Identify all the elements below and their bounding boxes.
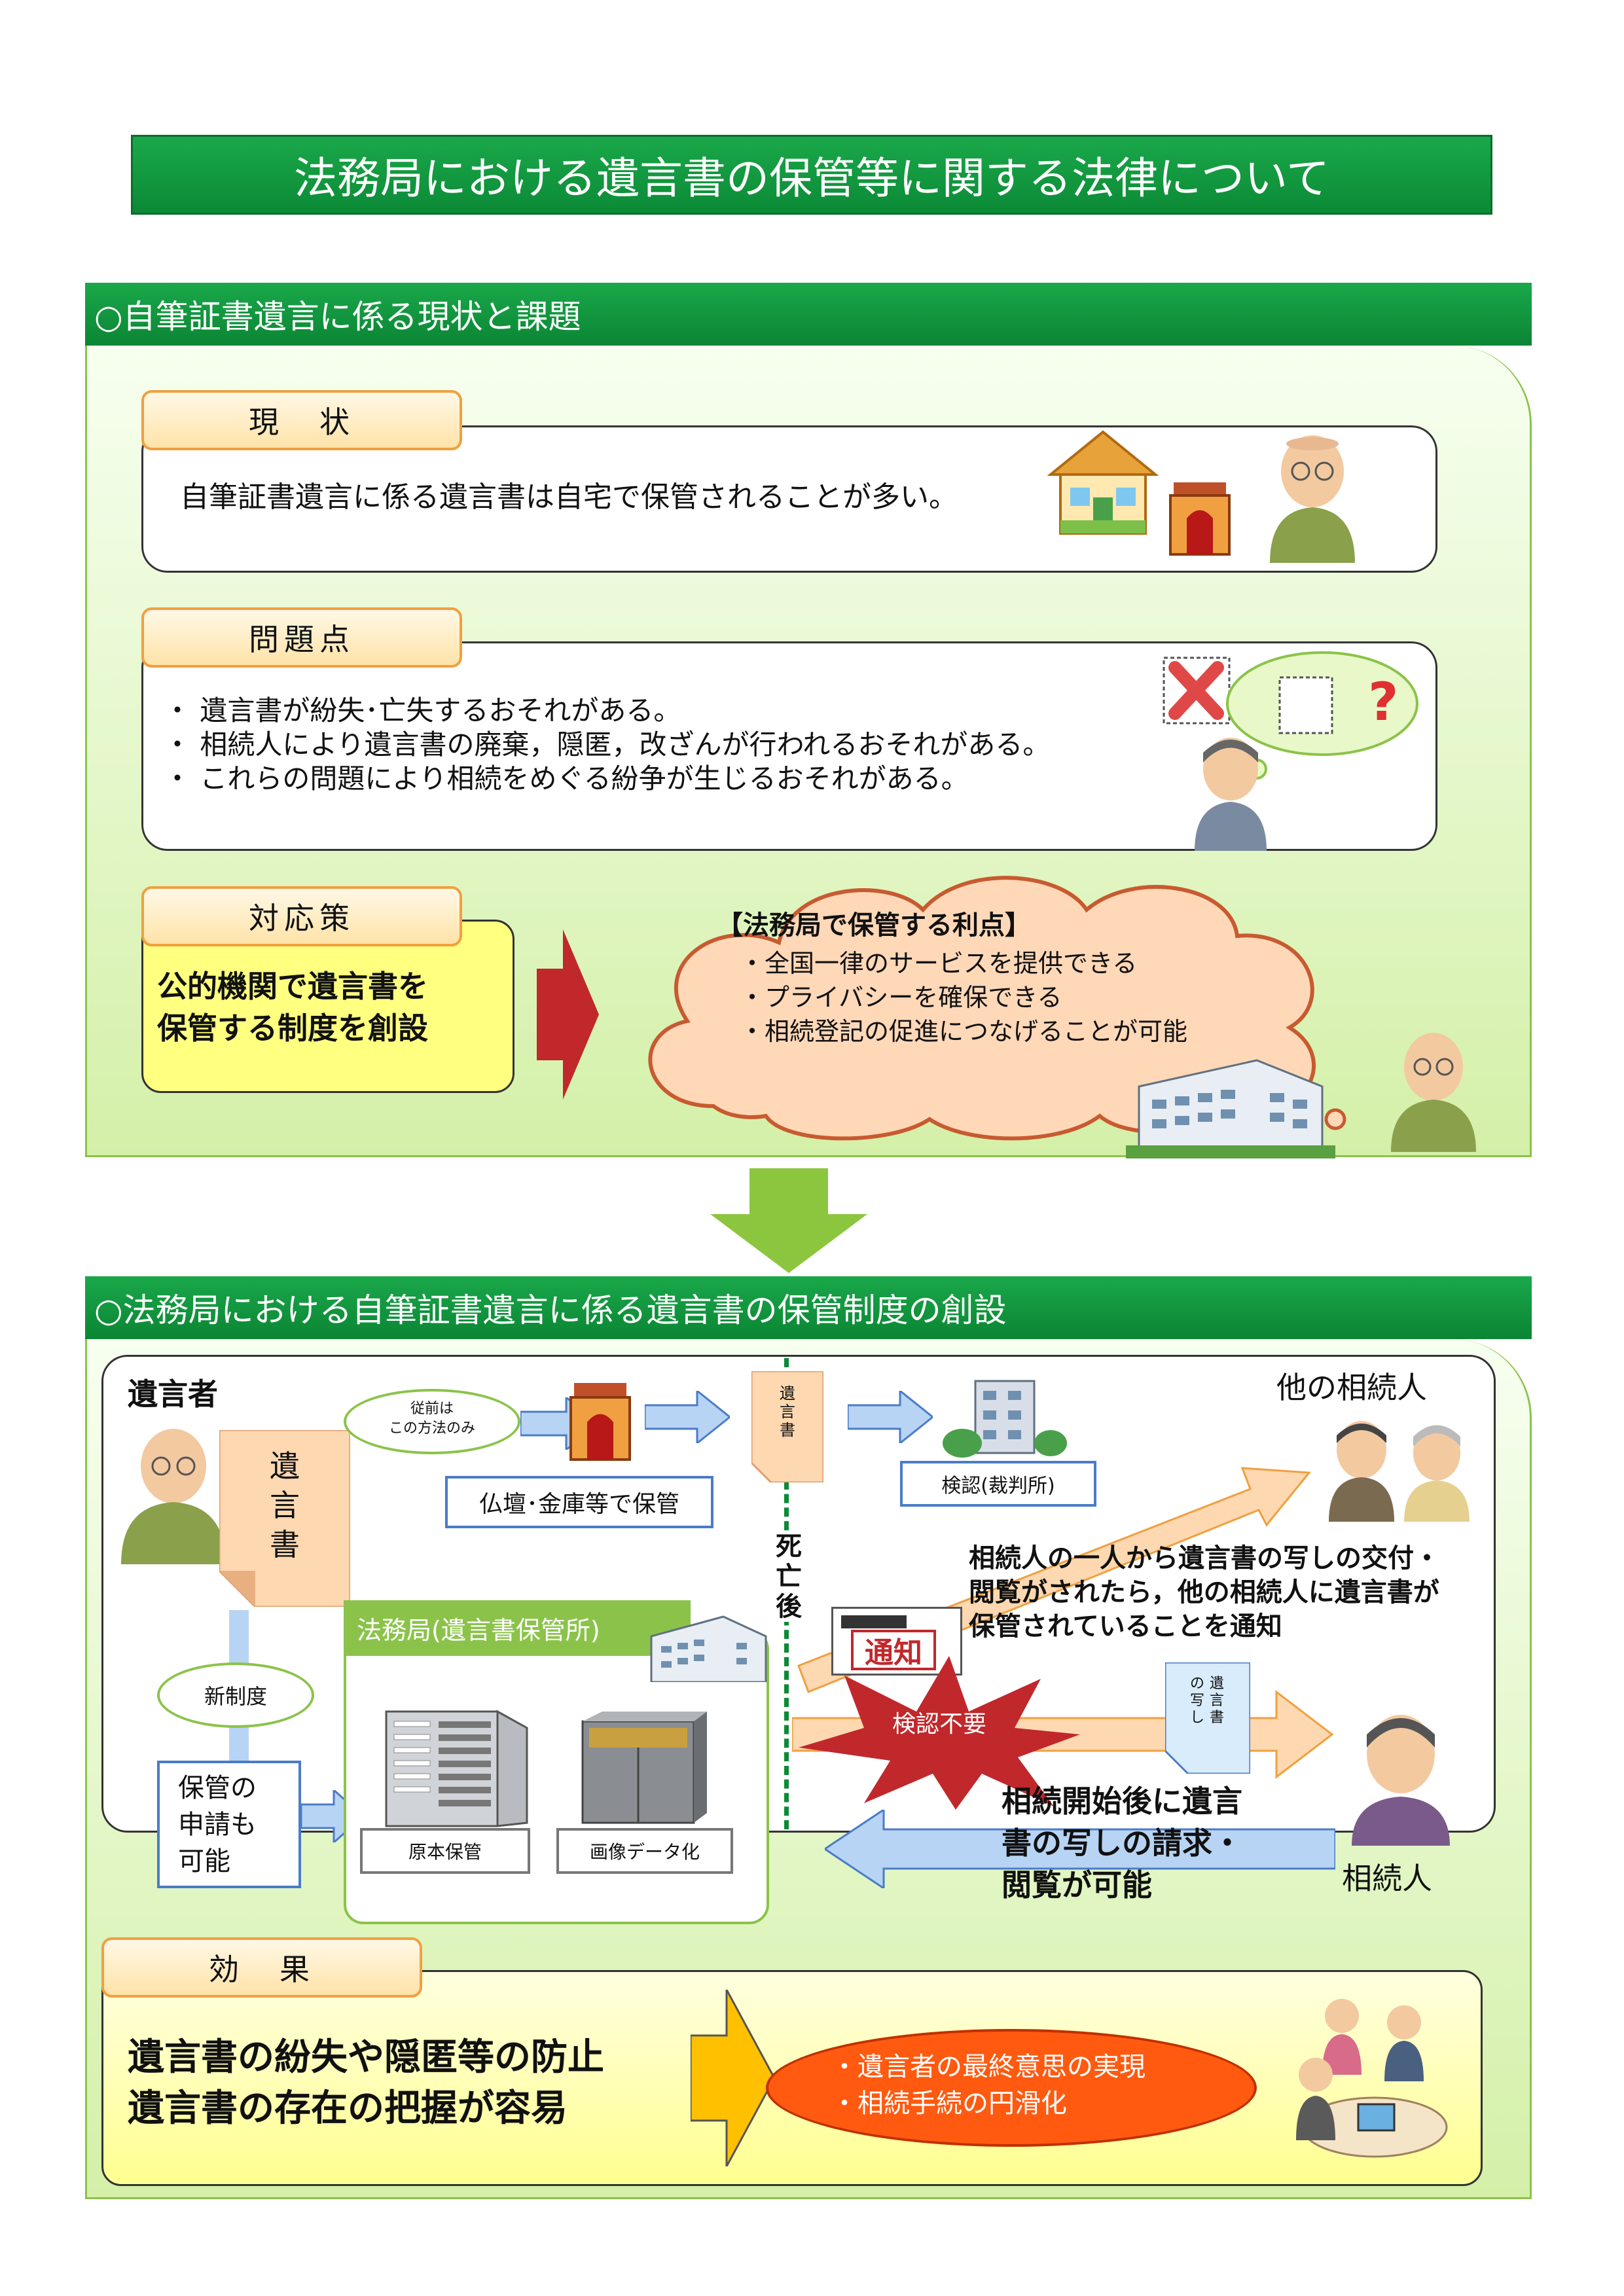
lost-document-icon: ? — [1163, 651, 1418, 780]
legal-office-building-icon — [1126, 1059, 1335, 1158]
butsudan-icon — [1169, 482, 1231, 556]
request-text: 相続開始後に遺言 書の写しの請求・ 閲覧が可能 — [1001, 1780, 1242, 1906]
elderly-man-icon — [1270, 435, 1355, 563]
cloud-item: ・全国一律のサービスを提供できる — [740, 949, 1138, 978]
copy-doc-line: の写し — [1190, 1676, 1205, 1726]
right-arrow-icon — [848, 1391, 933, 1443]
request-line: 閲覧が可能 — [1001, 1867, 1152, 1903]
effect-line: 遺言書の紛失や隠匿等の防止 — [128, 2036, 604, 2079]
effect-line: 遺言書の存在の把握が容易 — [128, 2087, 568, 2130]
house-icon — [1047, 430, 1159, 535]
genjo-text: 自筆証書遺言に係る遺言書は自宅で保管されることが多い。 — [180, 480, 958, 514]
elderly-man-icon — [121, 1429, 226, 1564]
effect-result-oval — [766, 2029, 1257, 2147]
butsudan-storage-box: 仏壇･金庫等で保管 — [445, 1476, 713, 1528]
apply-box: 保管の 申請も 可能 — [157, 1761, 301, 1888]
cloud-item: ・プライバシーを確保できる — [740, 983, 1062, 1012]
former-method-text: 従前は この方法のみ — [344, 1399, 520, 1439]
heir-label: 相続人 — [1342, 1861, 1432, 1896]
butsudan-icon — [569, 1383, 631, 1461]
other-heirs-label: 他の相続人 — [1276, 1370, 1427, 1405]
will-document-icon — [219, 1430, 350, 1607]
small-will-label: 遺言書 — [780, 1384, 795, 1439]
former-method-line: 従前は — [410, 1401, 454, 1417]
copy-doc-line: 遺言書 — [1210, 1676, 1225, 1726]
notice-line: 閲覧がされたら，他の相続人に遺言書が — [969, 1577, 1439, 1607]
former-method-line: この方法のみ — [388, 1420, 475, 1437]
taio-text: 公的機関で遺言書を 保管する制度を創設 — [157, 965, 428, 1049]
notice-text: 相続人の一人から遺言書の写しの交付・ 閲覧がされたら，他の相続人に遺言書が 保管… — [969, 1541, 1440, 1643]
mondai-list: ・ 遺言書が紛失･亡失するおそれがある。 ・ 相続人により遺言書の廃棄，隠匿，改… — [164, 694, 1050, 796]
effect-text: 遺言書の紛失や隠匿等の防止 遺言書の存在の把握が容易 — [128, 2032, 604, 2134]
kennin-fuyo-label: 検認不要 — [892, 1711, 986, 1738]
tsuchi-label: 通知 — [851, 1630, 936, 1670]
meeting-people-icon — [1296, 1999, 1448, 2158]
envelope-stamp — [841, 1615, 907, 1628]
genjo-tab: 現 状 — [141, 390, 462, 450]
mondai-item: ・ 遺言書が紛失･亡失するおそれがある。 — [164, 694, 681, 726]
mondai-item: ・ 相続人により遺言書の廃棄，隠匿，改ざんが行われるおそれがある。 — [164, 728, 1051, 761]
taio-line: 保管する制度を創設 — [157, 1011, 428, 1046]
will-document-label: 遺言書 — [270, 1448, 300, 1562]
yellow-arrow-icon — [691, 1990, 776, 2166]
mondai-item: ・ これらの問題により相続をめぐる紛争が生じるおそれがある。 — [164, 762, 969, 795]
taio-tab: 対応策 — [141, 886, 462, 946]
apply-line: 申請も — [178, 1809, 257, 1840]
effect-result-line: ・相続手続の円滑化 — [831, 2089, 1067, 2119]
genpon-box: 原本保管 — [360, 1828, 530, 1874]
request-arrow — [825, 1810, 1335, 1888]
right-arrow-icon — [645, 1391, 730, 1443]
cloud-shape — [648, 876, 1346, 1141]
apply-line: 保管の — [178, 1772, 257, 1803]
former-method-oval — [344, 1389, 520, 1454]
down-arrow-icon — [710, 1168, 867, 1273]
gazo-box: 画像データ化 — [556, 1828, 733, 1874]
effect-result-text: ・遺言者の最終意思の実現 ・相続手続の円滑化 — [831, 2049, 1146, 2122]
red-arrow-icon — [537, 929, 599, 1100]
other-heirs-icon — [1329, 1421, 1470, 1522]
notice-line: 相続人の一人から遺言書の写しの交付・ — [969, 1543, 1440, 1573]
testator-label: 遺言者 — [128, 1376, 218, 1412]
court-building-icon — [943, 1380, 1067, 1458]
apply-line: 可能 — [178, 1846, 230, 1876]
copy-doc-label: 遺言書 の写し — [1178, 1676, 1237, 1727]
svg-text:?: ? — [1368, 672, 1398, 732]
effect-tab: 効 果 — [101, 1937, 422, 1998]
legal-office-building-icon — [650, 1615, 767, 1682]
cabinet-icon — [385, 1710, 528, 1827]
death-label: 死亡後 — [772, 1532, 805, 1622]
effect-result-line: ・遺言者の最終意思の実現 — [831, 2052, 1146, 2082]
taio-line: 公的機関で遺言書を — [157, 969, 428, 1004]
kennin-fuyo-burst — [799, 1656, 1080, 1810]
heir-person-icon — [1352, 1715, 1450, 1846]
cloud-title: 【法務局で保管する利点】 — [717, 910, 1031, 941]
notice-line: 保管されていることを通知 — [969, 1611, 1282, 1641]
houmukyoku-label: 法務局(遺言書保管所) — [344, 1600, 691, 1656]
cloud-list: ・全国一律のサービスを提供できる ・プライバシーを確保できる ・相続登記の促進に… — [740, 946, 1187, 1049]
cloud-item: ・相続登記の促進につなげることが可能 — [740, 1017, 1188, 1046]
section1-header: ○自筆証書遺言に係る現状と課題 — [85, 283, 1532, 346]
request-line: 相続開始後に遺言 — [1001, 1784, 1242, 1819]
taio-box — [141, 920, 514, 1093]
request-line: 書の写しの請求・ — [1001, 1825, 1242, 1861]
will-document-icon — [751, 1371, 823, 1482]
page-title: 法務局における遺言書の保管等に関する法律について — [131, 135, 1492, 215]
will-copy-document-icon — [1165, 1662, 1250, 1774]
server-icon — [581, 1712, 707, 1824]
kennin-court-box: 検認(裁判所) — [900, 1461, 1096, 1507]
elderly-man-icon — [1391, 1033, 1476, 1152]
shin-seido-oval: 新制度 — [157, 1662, 314, 1728]
mondai-tab: 問題点 — [141, 607, 462, 668]
worried-person-icon — [1195, 738, 1267, 851]
section2-header: ○法務局における自筆証書遺言に係る遺言書の保管制度の創設 — [85, 1276, 1532, 1339]
